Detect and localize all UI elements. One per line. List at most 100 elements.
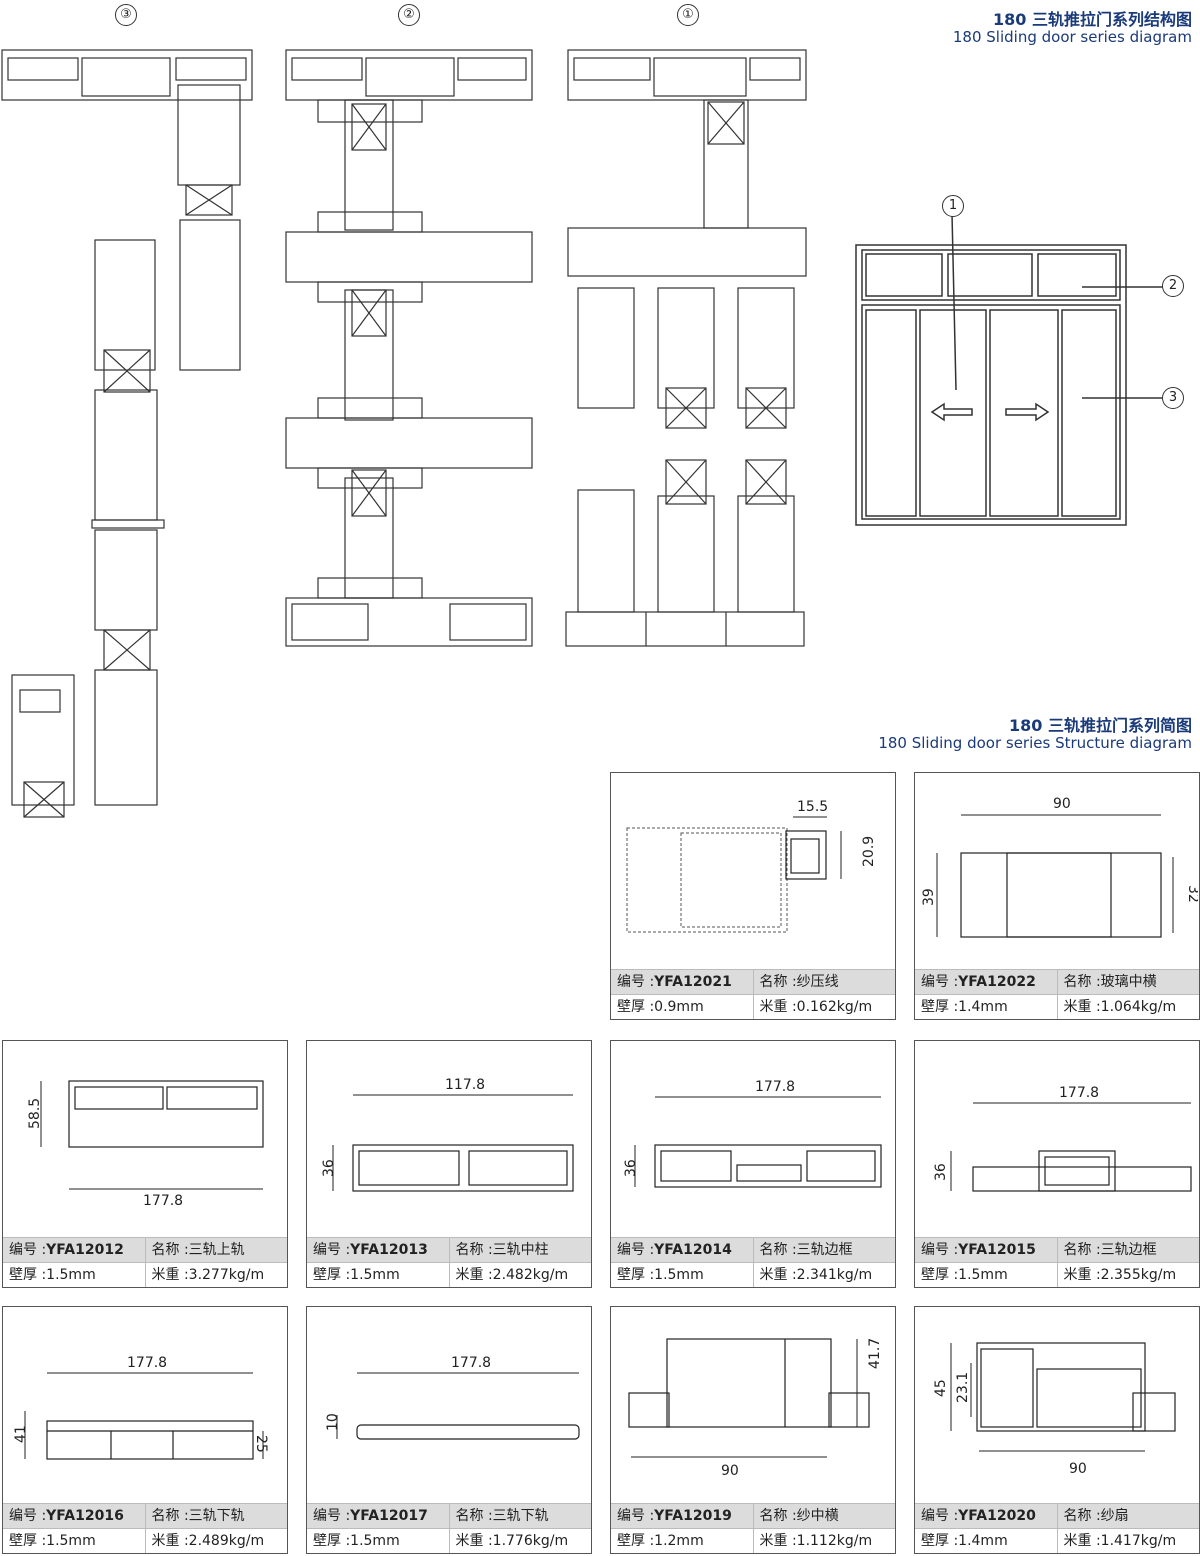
profile-code: YFA12021 xyxy=(654,974,732,990)
section-label-3: ③ xyxy=(115,4,137,26)
weight-per-meter: 2.341kg/m xyxy=(796,1267,873,1283)
dim-label: 36 xyxy=(623,1159,639,1177)
dim-label: 58.5 xyxy=(27,1098,43,1129)
wall-thickness: 1.5mm xyxy=(350,1533,400,1549)
profile-drawing: 90 39 32 xyxy=(921,796,1198,938)
structure-title: 180 三轨推拉门系列简图 xyxy=(1009,716,1192,735)
section-1-drawing xyxy=(565,49,807,647)
weight-per-meter: 1.064kg/m xyxy=(1100,999,1177,1015)
profile-card: 177.8 36 编号 :YFA12015 名称 :三轨边框 壁厚 :1.5mm… xyxy=(914,1040,1200,1288)
profile-code: YFA12020 xyxy=(958,1508,1036,1524)
profile-info: 编号 :YFA12013 名称 :三轨中柱 壁厚 :1.5mm 米重 :2.48… xyxy=(307,1237,591,1287)
profile-info: 编号 :YFA12014 名称 :三轨边框 壁厚 :1.5mm 米重 :2.34… xyxy=(611,1237,895,1287)
profile-drawing: 177.8 36 xyxy=(933,1085,1192,1192)
profile-card: 15.5 20.9 编号 :YFA12021 名称 :纱压线 壁厚 :0.9mm… xyxy=(610,772,896,1020)
profile-name: 三轨边框 xyxy=(796,1242,853,1258)
wall-thickness: 1.5mm xyxy=(654,1267,704,1283)
profile-name: 三轨上轨 xyxy=(188,1242,245,1258)
profile-name: 三轨下轨 xyxy=(188,1508,245,1524)
profile-drawing: 15.5 20.9 xyxy=(626,799,877,933)
dim-label: 39 xyxy=(921,888,937,906)
profile-card: 45 23.1 90 编号 :YFA12020 名称 :纱扇 壁厚 :1.4mm… xyxy=(914,1306,1200,1554)
weight-per-meter: 3.277kg/m xyxy=(188,1267,265,1283)
profile-code: YFA12012 xyxy=(46,1242,124,1258)
profile-info: 编号 :YFA12019 名称 :纱中横 壁厚 :1.2mm 米重 :1.112… xyxy=(611,1503,895,1553)
dim-label: 10 xyxy=(325,1413,341,1431)
profile-code: YFA12017 xyxy=(350,1508,428,1524)
profile-drawing: 90 41.7 xyxy=(628,1338,883,1479)
dim-label: 90 xyxy=(721,1463,739,1479)
dim-label: 177.8 xyxy=(1059,1085,1099,1101)
profile-info: 编号 :YFA12012 名称 :三轨上轨 壁厚 :1.5mm 米重 :3.27… xyxy=(3,1237,287,1287)
page-subtitle: 180 Sliding door series diagram xyxy=(952,28,1192,46)
weight-per-meter: 1.417kg/m xyxy=(1100,1533,1177,1549)
callout-1: 1 xyxy=(942,195,964,217)
dim-label: 20.9 xyxy=(861,836,877,867)
section-2-drawing xyxy=(285,49,533,647)
wall-thickness: 1.5mm xyxy=(46,1267,96,1283)
weight-per-meter: 0.162kg/m xyxy=(796,999,873,1015)
profile-name: 纱扇 xyxy=(1100,1508,1129,1524)
profile-code: YFA12013 xyxy=(350,1242,428,1258)
profile-info: 编号 :YFA12017 名称 :三轨下轨 壁厚 :1.5mm 米重 :1.77… xyxy=(307,1503,591,1553)
profile-drawing: 45 23.1 90 xyxy=(933,1342,1176,1477)
profile-info: 编号 :YFA12021 名称 :纱压线 壁厚 :0.9mm 米重 :0.162… xyxy=(611,969,895,1019)
callout-3: 3 xyxy=(1162,387,1184,409)
dim-label: 90 xyxy=(1069,1461,1087,1477)
page-title: 180 三轨推拉门系列结构图 xyxy=(993,10,1192,29)
structure-subtitle: 180 Sliding door series Structure diagra… xyxy=(878,734,1192,752)
dim-label: 36 xyxy=(933,1163,949,1181)
dim-label: 177.8 xyxy=(755,1079,795,1095)
weight-per-meter: 2.489kg/m xyxy=(188,1533,265,1549)
profile-card: 90 41.7 编号 :YFA12019 名称 :纱中横 壁厚 :1.2mm 米… xyxy=(610,1306,896,1554)
profile-drawing: 177.8 10 xyxy=(325,1355,580,1440)
profile-card: 177.8 41 25 编号 :YFA12016 名称 :三轨下轨 壁厚 :1.… xyxy=(2,1306,288,1554)
dim-label: 45 xyxy=(933,1379,949,1397)
weight-per-meter: 1.776kg/m xyxy=(492,1533,569,1549)
profile-card: 58.5 177.8 编号 :YFA12012 名称 :三轨上轨 壁厚 :1.5… xyxy=(2,1040,288,1288)
wall-thickness: 1.4mm xyxy=(958,1533,1008,1549)
dim-label: 32 xyxy=(1185,885,1198,903)
profile-name: 三轨下轨 xyxy=(492,1508,549,1524)
profile-card: 90 39 32 编号 :YFA12022 名称 :玻璃中横 壁厚 :1.4mm… xyxy=(914,772,1200,1020)
section-label-1: ① xyxy=(677,4,699,26)
callout-2: 2 xyxy=(1162,275,1184,297)
profile-info: 编号 :YFA12015 名称 :三轨边框 壁厚 :1.5mm 米重 :2.35… xyxy=(915,1237,1199,1287)
section-label-2: ② xyxy=(398,4,420,26)
dim-label: 177.8 xyxy=(143,1193,183,1209)
profile-name: 三轨边框 xyxy=(1100,1242,1157,1258)
dim-label: 36 xyxy=(321,1159,337,1177)
profile-code: YFA12016 xyxy=(46,1508,124,1524)
wall-thickness: 1.5mm xyxy=(958,1267,1008,1283)
wall-thickness: 1.2mm xyxy=(654,1533,704,1549)
dim-label: 15.5 xyxy=(797,799,828,815)
dim-label: 117.8 xyxy=(445,1077,485,1093)
profile-drawing: 58.5 177.8 xyxy=(27,1080,264,1209)
profile-info: 编号 :YFA12016 名称 :三轨下轨 壁厚 :1.5mm 米重 :2.48… xyxy=(3,1503,287,1553)
profile-card: 117.8 36 编号 :YFA12013 名称 :三轨中柱 壁厚 :1.5mm… xyxy=(306,1040,592,1288)
profile-info: 编号 :YFA12020 名称 :纱扇 壁厚 :1.4mm 米重 :1.417k… xyxy=(915,1503,1199,1553)
dim-label: 25 xyxy=(253,1435,269,1453)
profile-code: YFA12014 xyxy=(654,1242,732,1258)
weight-per-meter: 2.355kg/m xyxy=(1100,1267,1177,1283)
dim-label: 177.8 xyxy=(451,1355,491,1371)
profile-drawing: 177.8 36 xyxy=(623,1079,882,1188)
profile-code: YFA12019 xyxy=(654,1508,732,1524)
dim-label: 41 xyxy=(13,1425,29,1443)
profile-drawing: 117.8 36 xyxy=(321,1077,574,1192)
profile-name: 三轨中柱 xyxy=(492,1242,549,1258)
profile-code: YFA12022 xyxy=(958,974,1036,990)
profile-code: YFA12015 xyxy=(958,1242,1036,1258)
profile-card: 177.8 10 编号 :YFA12017 名称 :三轨下轨 壁厚 :1.5mm… xyxy=(306,1306,592,1554)
dim-label: 90 xyxy=(1053,796,1071,812)
profile-name: 玻璃中横 xyxy=(1100,974,1157,990)
dim-label: 177.8 xyxy=(127,1355,167,1371)
profile-name: 纱压线 xyxy=(796,974,839,990)
elevation-drawing xyxy=(855,213,1166,526)
cross-section-drawing xyxy=(1,49,807,818)
wall-thickness: 1.4mm xyxy=(958,999,1008,1015)
profile-card: 177.8 36 编号 :YFA12014 名称 :三轨边框 壁厚 :1.5mm… xyxy=(610,1040,896,1288)
dim-label: 41.7 xyxy=(867,1338,883,1369)
wall-thickness: 1.5mm xyxy=(46,1533,96,1549)
profile-drawing: 177.8 41 25 xyxy=(13,1355,269,1460)
